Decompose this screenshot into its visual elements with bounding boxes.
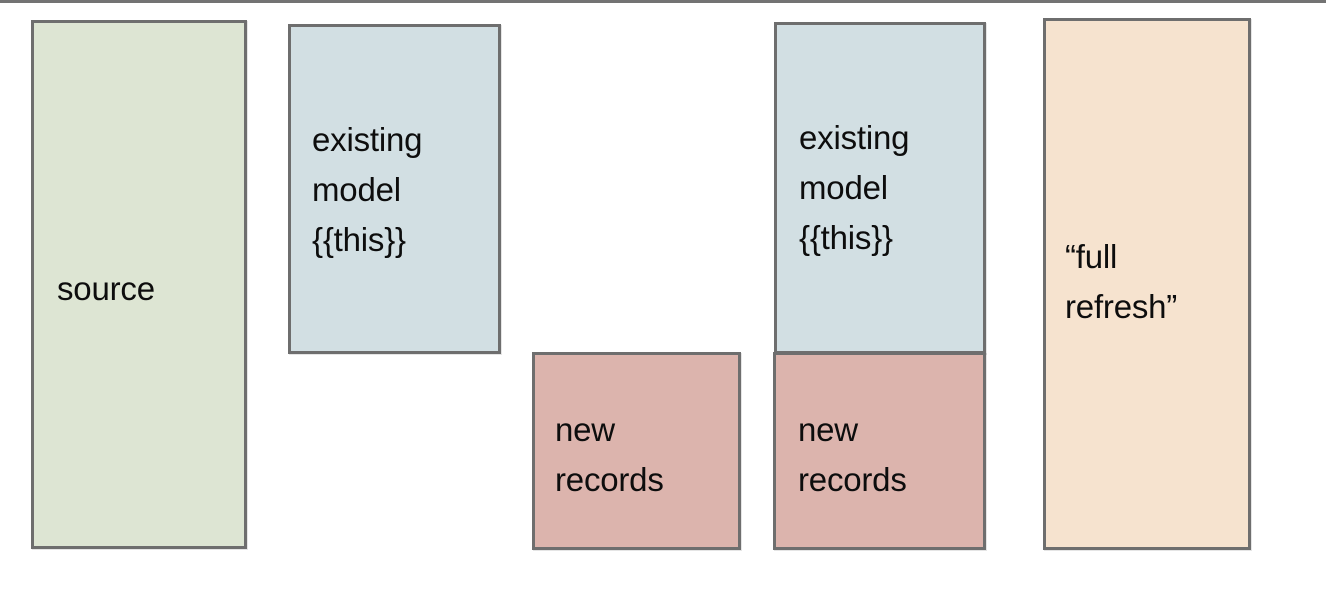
block-full-refresh[interactable] — [1043, 18, 1251, 550]
block-existing-model-2-label: existing model {{this}} — [799, 119, 910, 256]
block-existing-model-2[interactable] — [774, 22, 986, 354]
block-existing-model-1[interactable] — [288, 24, 501, 354]
block-existing-model-1-label: existing model {{this}} — [312, 121, 423, 258]
block-new-records-1[interactable] — [532, 352, 741, 550]
block-new-records-2-label: new records — [798, 411, 907, 498]
block-source-label: source — [57, 270, 155, 307]
block-full-refresh-label: “full refresh” — [1065, 238, 1178, 325]
block-source[interactable] — [31, 20, 247, 549]
block-new-records-1-label: new records — [555, 411, 664, 498]
horizontal-divider-line — [0, 0, 1326, 3]
block-new-records-2[interactable] — [773, 352, 986, 550]
